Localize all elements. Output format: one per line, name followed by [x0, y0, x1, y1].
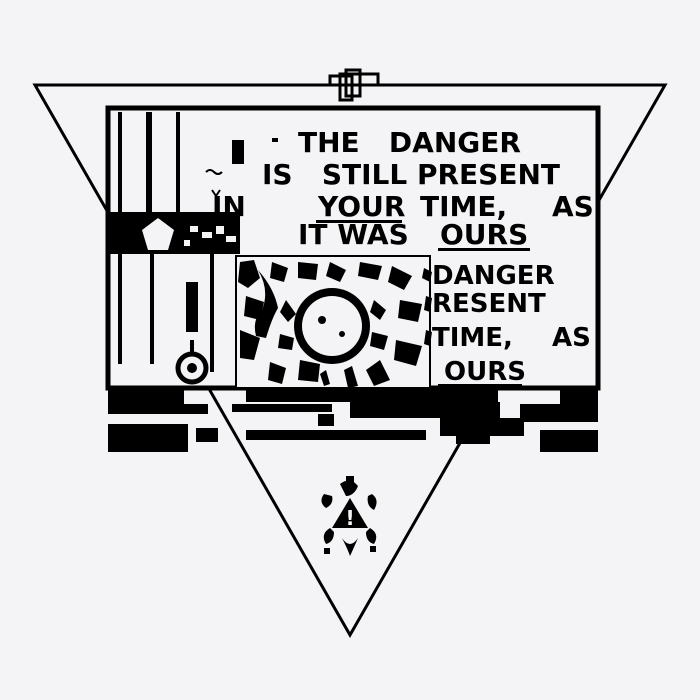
echo-line-2: RESENT [432, 289, 546, 319]
echo-line-3-time: TIME, [432, 323, 513, 353]
pentagon-shape [142, 218, 174, 250]
top-tab-glyph [328, 68, 380, 102]
text-line-2: IS STILL PRESENT [262, 158, 560, 191]
main-text-block: THE DANGER IS STILL PRESENT IN YOUR TIME… [205, 126, 594, 251]
echo-line-1: DANGER [432, 261, 555, 291]
circular-glyph [175, 340, 209, 385]
echo-line-4: OURS [444, 357, 526, 387]
text-line-4-ours: OURS [440, 218, 528, 251]
warning-exclamation: ! [345, 506, 354, 530]
underline-your [316, 220, 402, 223]
text-line-3-time: TIME, [420, 190, 507, 223]
echo-text-block: DANGER RESENT TIME, AS OURS [422, 261, 591, 387]
underline-ours [438, 248, 530, 251]
text-line-3-in: IN [212, 190, 246, 223]
text-line-4-itwas: IT WAS [298, 218, 409, 251]
text-line-3-your: YOUR [317, 190, 405, 223]
collage-image [235, 255, 431, 389]
left-black-band [108, 212, 240, 254]
echo-line-3-as: AS [552, 323, 591, 353]
fragment-bars [108, 388, 598, 452]
left-column-bars [118, 112, 244, 372]
text-line-3-as: AS [552, 190, 594, 223]
warning-emblem: ! [321, 476, 377, 556]
warning-triangle-icon [332, 498, 368, 528]
text-line-1: THE DANGER [298, 126, 521, 159]
